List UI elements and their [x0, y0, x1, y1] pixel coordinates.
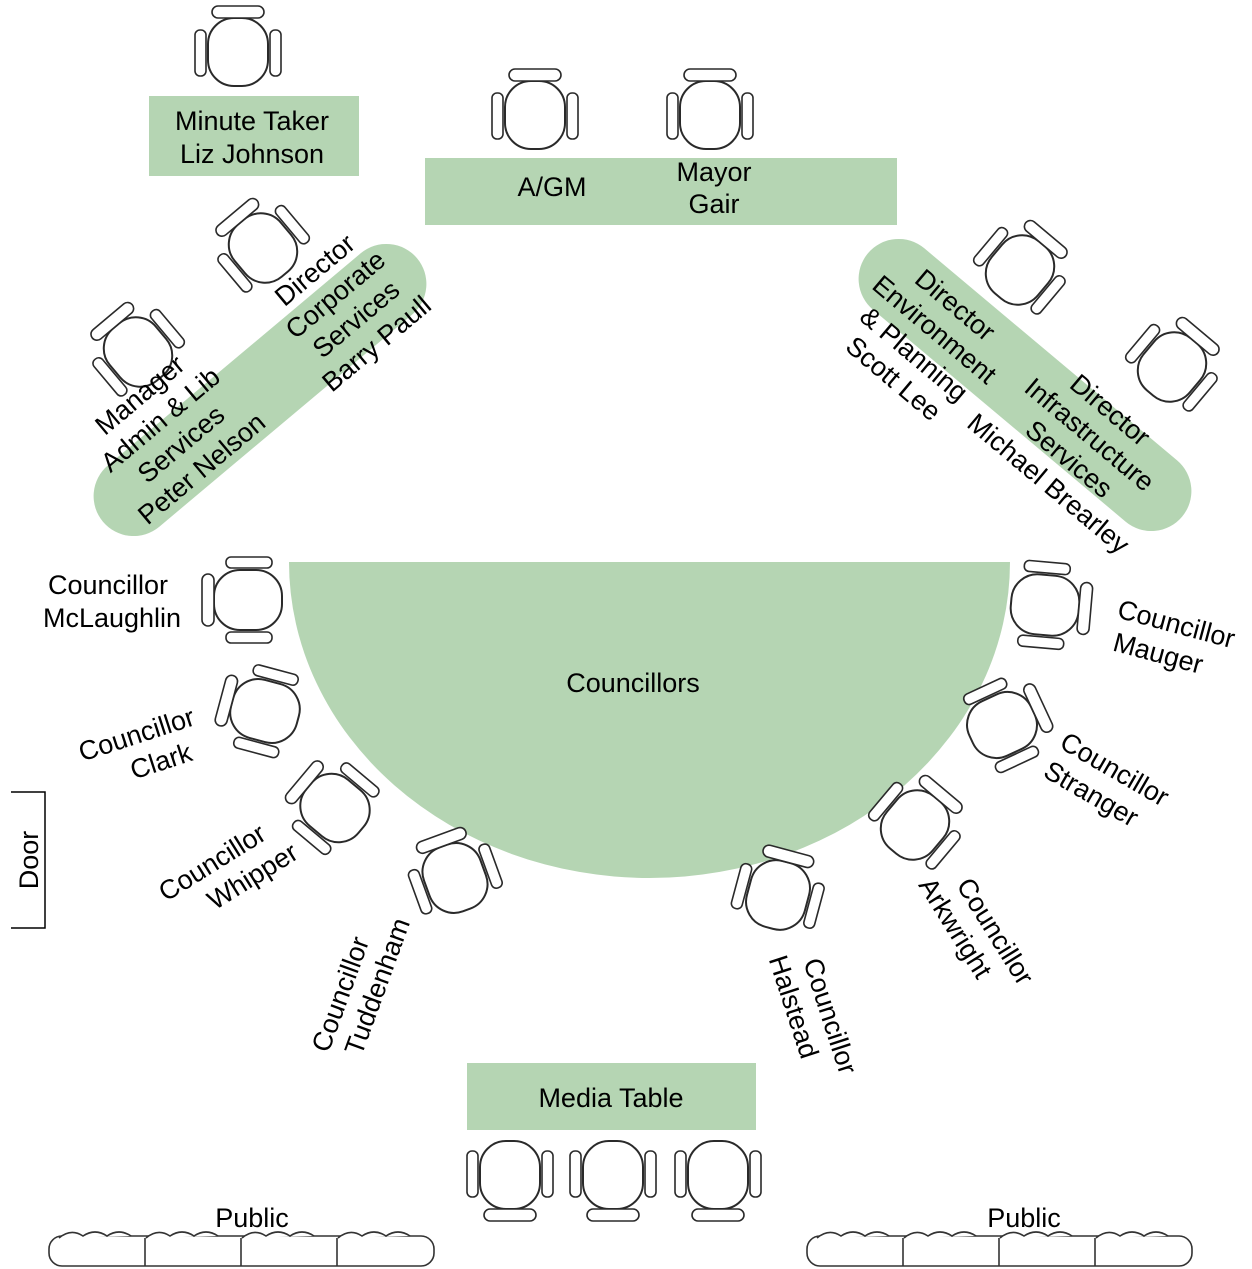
director-infrastructure-chair	[1116, 303, 1236, 422]
councillor-clark-label: Councillor Clark	[75, 702, 198, 786]
councillor-halstead-label: Councillor Halstead	[763, 952, 863, 1078]
mayor-chair	[666, 68, 754, 150]
left-pod-table	[93, 243, 427, 537]
councillor-stranger-label: Councillor Stranger	[1039, 726, 1174, 832]
media-chair-2	[569, 1140, 657, 1222]
councillor-whipper-label: Councillor Whipper	[153, 818, 303, 916]
councillor-mauger-chair	[1006, 558, 1096, 653]
minute-taker-chair	[194, 5, 282, 87]
councillor-tuddenham-label: Councillor Tuddenham	[306, 914, 416, 1059]
agm-label: A/GM	[517, 172, 586, 202]
councillor-mclaughlin-line1: Councillor	[48, 570, 168, 600]
councillors-table	[289, 562, 1010, 878]
public-right-label: Public	[987, 1203, 1061, 1233]
councillor-mclaughlin-chair	[201, 556, 283, 644]
councillors-table-label: Councillors	[566, 668, 700, 698]
councillor-clark-chair	[208, 656, 310, 763]
mayor-label-line1: Mayor	[676, 157, 751, 187]
media-table-label: Media Table	[538, 1083, 683, 1113]
minute-taker-line1: Minute Taker	[175, 106, 329, 136]
door-outline	[11, 791, 46, 929]
mayor-label-line2: Gair	[688, 189, 739, 219]
media-chair-3	[674, 1140, 762, 1222]
door-label: Door	[14, 831, 44, 890]
right-pod-table	[858, 238, 1192, 532]
agm-chair	[491, 68, 579, 150]
public-right-sofa	[806, 1231, 1193, 1267]
councillor-mauger-label: Councillor Mauger	[1110, 594, 1238, 680]
councillor-mclaughlin-label: Councillor McLaughlin	[43, 570, 181, 633]
councillor-arkwright-label: Councillor Arkwright	[913, 872, 1040, 990]
public-left-sofa	[48, 1231, 435, 1267]
media-chair-1	[466, 1140, 554, 1222]
media-table	[467, 1063, 756, 1130]
minute-taker-table	[149, 96, 359, 176]
public-left-label: Public	[215, 1203, 289, 1233]
councillor-mclaughlin-line2: McLaughlin	[43, 603, 181, 633]
minute-taker-line2: Liz Johnson	[180, 139, 324, 169]
head-table	[425, 158, 897, 225]
